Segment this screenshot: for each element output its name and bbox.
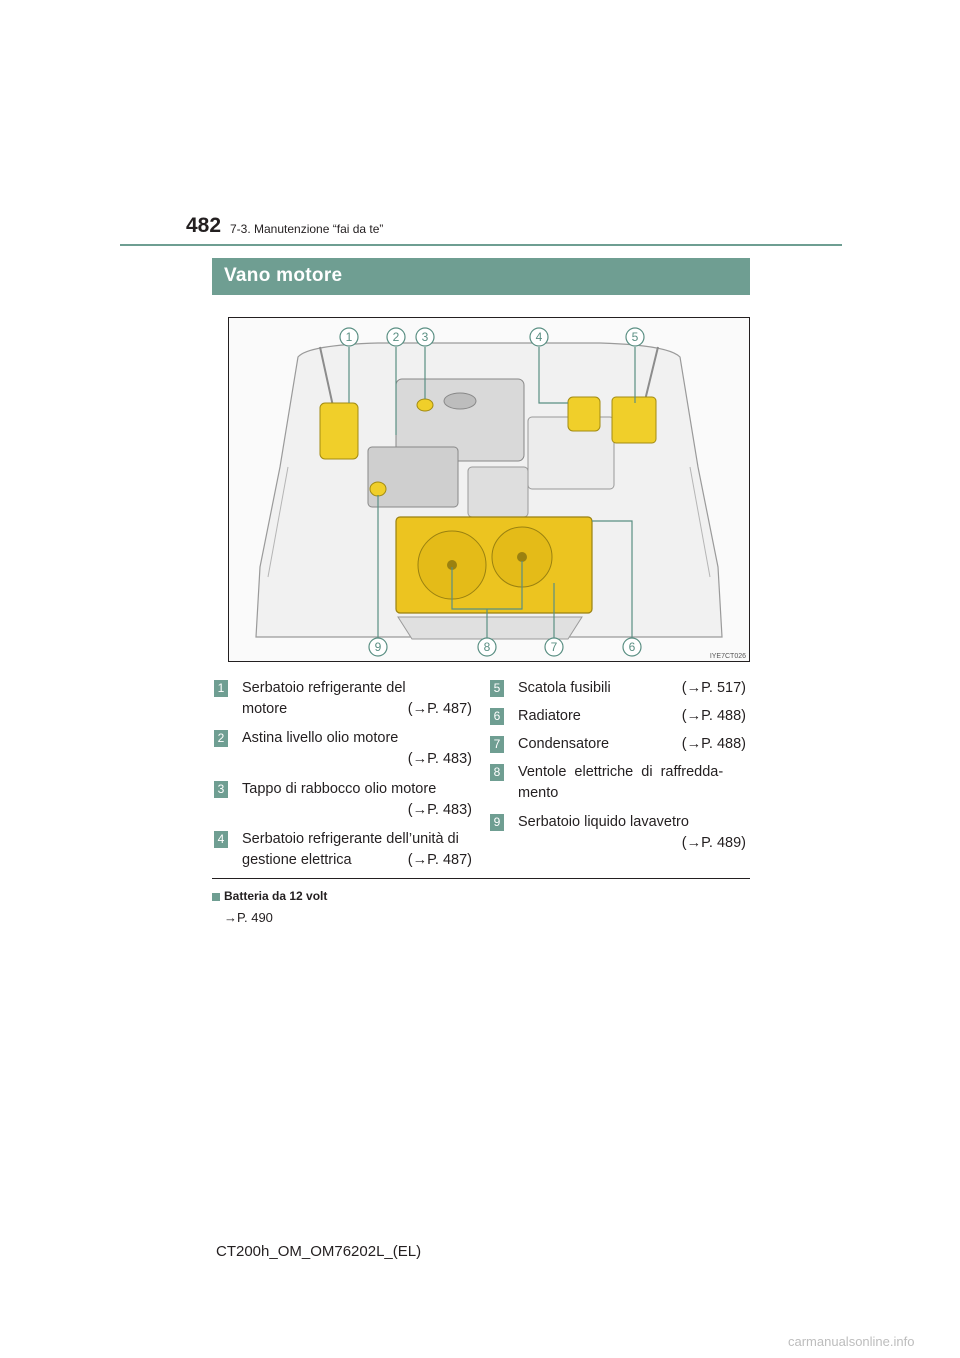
page-number: 482 — [186, 214, 222, 237]
item-label: Astina livello olio motore — [242, 730, 399, 746]
item-label: Serbatoio refrigerante del — [242, 680, 406, 696]
note-title: Batteria da 12 volt — [224, 889, 328, 903]
item-label: Serbatoio refrigerante dell’unità di — [242, 831, 459, 847]
header-rule — [120, 244, 842, 246]
item-label: Serbatoio liquido lavavetro — [518, 814, 689, 830]
callout-5: 5 — [632, 330, 639, 344]
figure-code: IYE7CT026 — [710, 653, 746, 660]
item-number-badge: 9 — [490, 814, 504, 831]
list-item: 2 Astina livello olio motore (→P. 483) — [214, 728, 472, 772]
callout-8: 8 — [484, 640, 491, 654]
item-number-badge: 5 — [490, 680, 504, 697]
note-page-ref: →P. 490 — [224, 910, 273, 925]
item-label: Tappo di rabbocco olio motore — [242, 781, 437, 797]
document-code: CT200h_OM_OM76202L_(EL) — [216, 1243, 422, 1260]
callout-7: 7 — [551, 640, 558, 654]
list-item: 7 Condensatore (→P. 488) — [490, 734, 746, 756]
page-title: Vano motore — [224, 265, 343, 286]
callout-2: 2 — [393, 330, 400, 344]
list-item: 8 Ventole elettriche di raffredda- mento — [490, 762, 746, 806]
list-item: 5 Scatola fusibili (→P. 517) — [490, 678, 746, 700]
list-item: 9 Serbatoio liquido lavavetro (→P. 489) — [490, 812, 746, 856]
item-number-badge: 4 — [214, 831, 228, 848]
item-page-ref: (→P. 489) — [681, 835, 746, 851]
item-page-ref: (→P. 483) — [407, 802, 472, 818]
note-bullet-icon — [212, 893, 220, 901]
item-page-ref: (→P. 487) — [407, 852, 472, 868]
item-label: Ventole elettriche di raffredda- — [518, 764, 724, 780]
item-number-badge: 1 — [214, 680, 228, 697]
item-page-ref: (→P. 517) — [681, 680, 746, 696]
watermark: carmanualsonline.info — [788, 1334, 915, 1349]
callout-3: 3 — [422, 330, 429, 344]
title-band: Vano motore — [212, 258, 750, 295]
item-label: Radiatore — [518, 708, 581, 724]
item-page-ref: (→P. 488) — [681, 708, 746, 724]
item-label-continued: motore — [242, 701, 288, 717]
callout-4: 4 — [536, 330, 543, 344]
list-item: 1 Serbatoio refrigerante del motore (→P.… — [214, 678, 472, 722]
item-label-continued: gestione elettrica — [242, 852, 352, 868]
item-label: Scatola fusibili — [518, 680, 611, 696]
item-number-badge: 2 — [214, 730, 228, 747]
callout-9: 9 — [375, 640, 382, 654]
item-label: Condensatore — [518, 736, 610, 752]
engine-illustration: 1 2 3 4 5 9 8 7 6 IYE7CT026 — [228, 317, 750, 662]
callout-6: 6 — [629, 640, 636, 654]
list-divider — [212, 878, 750, 879]
item-label-continued: mento — [518, 785, 559, 801]
item-number-badge: 8 — [490, 764, 504, 781]
item-number-badge: 6 — [490, 708, 504, 725]
item-page-ref: (→P. 487) — [407, 701, 472, 717]
list-item: 6 Radiatore (→P. 488) — [490, 706, 746, 728]
item-page-ref: (→P. 483) — [407, 751, 472, 767]
item-page-ref: (→P. 488) — [681, 736, 746, 752]
engine-compartment-figure: 1 2 3 4 5 9 8 7 6 IYE7CT026 — [228, 317, 750, 662]
list-item: 4 Serbatoio refrigerante dell’unità di g… — [214, 829, 472, 873]
item-number-badge: 3 — [214, 781, 228, 798]
list-item: 3 Tappo di rabbocco olio motore (→P. 483… — [214, 779, 472, 823]
item-number-badge: 7 — [490, 736, 504, 753]
callout-1: 1 — [346, 330, 353, 344]
section-title: 7-3. Manutenzione “fai da te” — [230, 222, 384, 236]
